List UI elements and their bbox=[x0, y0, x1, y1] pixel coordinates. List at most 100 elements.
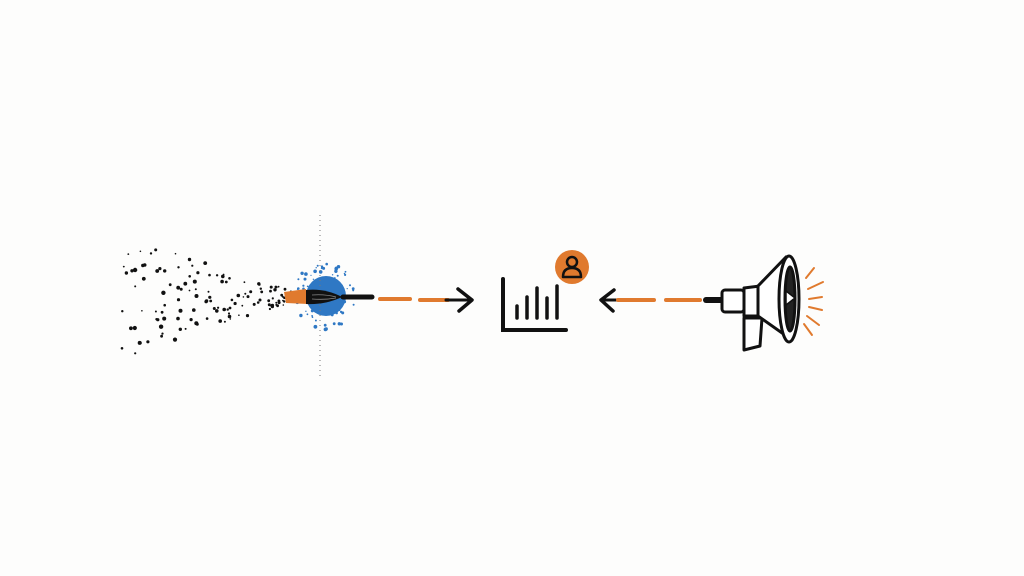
scatter-dot bbox=[215, 309, 219, 313]
scatter-dot bbox=[154, 248, 158, 252]
brush-ferrule bbox=[306, 289, 342, 305]
scatter-dot bbox=[220, 279, 224, 284]
splash-droplet bbox=[310, 309, 314, 313]
scatter-dot bbox=[141, 310, 143, 312]
megaphone-icon bbox=[720, 254, 801, 352]
scatter-dot bbox=[195, 322, 199, 326]
scatter-dot bbox=[283, 287, 287, 291]
splash-droplet bbox=[316, 264, 319, 267]
splash-droplet bbox=[314, 319, 317, 322]
splash-droplet bbox=[334, 269, 338, 273]
splash-droplet bbox=[313, 269, 317, 274]
sound-rays bbox=[803, 267, 824, 336]
scatter-dot bbox=[274, 285, 278, 289]
scatter-dot bbox=[192, 279, 197, 284]
scatter-dot bbox=[259, 287, 262, 290]
scatter-dot bbox=[242, 296, 245, 298]
splash-droplet bbox=[296, 288, 299, 291]
splash-droplet bbox=[336, 274, 339, 277]
splash-droplet bbox=[344, 270, 347, 273]
splash-droplet bbox=[338, 309, 341, 312]
splash-droplet bbox=[330, 313, 334, 317]
scatter-dot bbox=[160, 334, 164, 338]
scatter-dot bbox=[184, 327, 187, 330]
scatter-dot bbox=[146, 340, 150, 344]
paintbrush-splash-icon bbox=[284, 215, 375, 380]
scatter-dot bbox=[226, 308, 229, 311]
scatter-dot bbox=[245, 314, 250, 318]
scatter-dot bbox=[188, 289, 191, 292]
splash-droplet bbox=[315, 267, 317, 269]
splash-droplet bbox=[346, 288, 348, 290]
scatter-dot bbox=[269, 289, 272, 293]
scatter-dot bbox=[158, 324, 164, 329]
splash-droplet bbox=[313, 324, 318, 329]
scatter-dot bbox=[163, 303, 166, 307]
splash-droplet bbox=[339, 310, 343, 314]
scatter-dot bbox=[149, 252, 153, 255]
scatter-dot bbox=[189, 318, 193, 322]
scatter-dot bbox=[222, 307, 226, 312]
scatter-dot bbox=[275, 303, 278, 306]
splash-droplet bbox=[311, 316, 314, 319]
splash-droplet bbox=[333, 277, 336, 279]
scatter-dot bbox=[203, 261, 208, 265]
scatter-dot bbox=[178, 327, 182, 331]
scatter-dot bbox=[241, 304, 244, 307]
scatter-dot bbox=[121, 310, 124, 313]
scatter-dot bbox=[132, 267, 138, 273]
scatter-dot bbox=[163, 269, 167, 273]
scatter-dot bbox=[137, 340, 142, 345]
scatter-dot bbox=[228, 306, 232, 310]
scatter-dot bbox=[218, 319, 222, 323]
splash-droplet bbox=[331, 274, 334, 276]
scatter-dot bbox=[233, 301, 237, 306]
scatter-dot bbox=[179, 287, 183, 291]
scatter-dot bbox=[275, 301, 278, 304]
scatter-dot bbox=[192, 308, 196, 312]
scatter-dot bbox=[212, 307, 216, 310]
scatter-dot bbox=[249, 290, 253, 294]
splash-droplet bbox=[311, 315, 313, 317]
scatter-dot bbox=[161, 290, 166, 295]
scatter-dot bbox=[176, 285, 181, 290]
scatter-dot bbox=[271, 297, 274, 300]
splash-droplet bbox=[299, 313, 303, 318]
scatter-dot bbox=[222, 273, 225, 276]
scatter-dot bbox=[208, 273, 211, 277]
scatter-dot bbox=[221, 274, 225, 279]
user-badge bbox=[555, 250, 589, 284]
scatter-dot bbox=[257, 282, 261, 286]
splash-droplet bbox=[312, 278, 315, 280]
scattered-dots bbox=[120, 248, 292, 355]
brush-bristles bbox=[284, 289, 308, 304]
scatter-dot bbox=[129, 326, 133, 331]
scatter-dot bbox=[207, 290, 210, 293]
scatter-dot bbox=[204, 299, 208, 304]
scatter-dot bbox=[208, 295, 212, 299]
scatter-dot bbox=[141, 276, 146, 281]
scatter-dot bbox=[196, 271, 200, 275]
scatter-dot bbox=[236, 293, 241, 298]
scatter-dot bbox=[282, 299, 284, 302]
scatter-dot bbox=[172, 337, 178, 342]
scatter-dot bbox=[134, 285, 137, 288]
splash-droplet bbox=[340, 322, 343, 326]
splash-droplet bbox=[352, 289, 355, 292]
scatter-dot bbox=[127, 253, 130, 256]
scatter-dot bbox=[194, 288, 197, 291]
scatter-dot bbox=[209, 299, 213, 303]
scatter-dot bbox=[168, 283, 172, 287]
splash-droplet bbox=[304, 272, 308, 276]
scatter-dot bbox=[183, 281, 188, 286]
scatter-dot bbox=[267, 303, 271, 307]
scatter-dot bbox=[130, 269, 134, 273]
splash-droplet bbox=[320, 265, 324, 268]
scatter-dot bbox=[277, 285, 280, 288]
splash-droplet bbox=[349, 284, 351, 287]
scatter-dot bbox=[154, 310, 157, 313]
user-icon bbox=[561, 255, 583, 279]
scatter-dot bbox=[139, 250, 142, 253]
splash-droplet bbox=[310, 274, 312, 276]
